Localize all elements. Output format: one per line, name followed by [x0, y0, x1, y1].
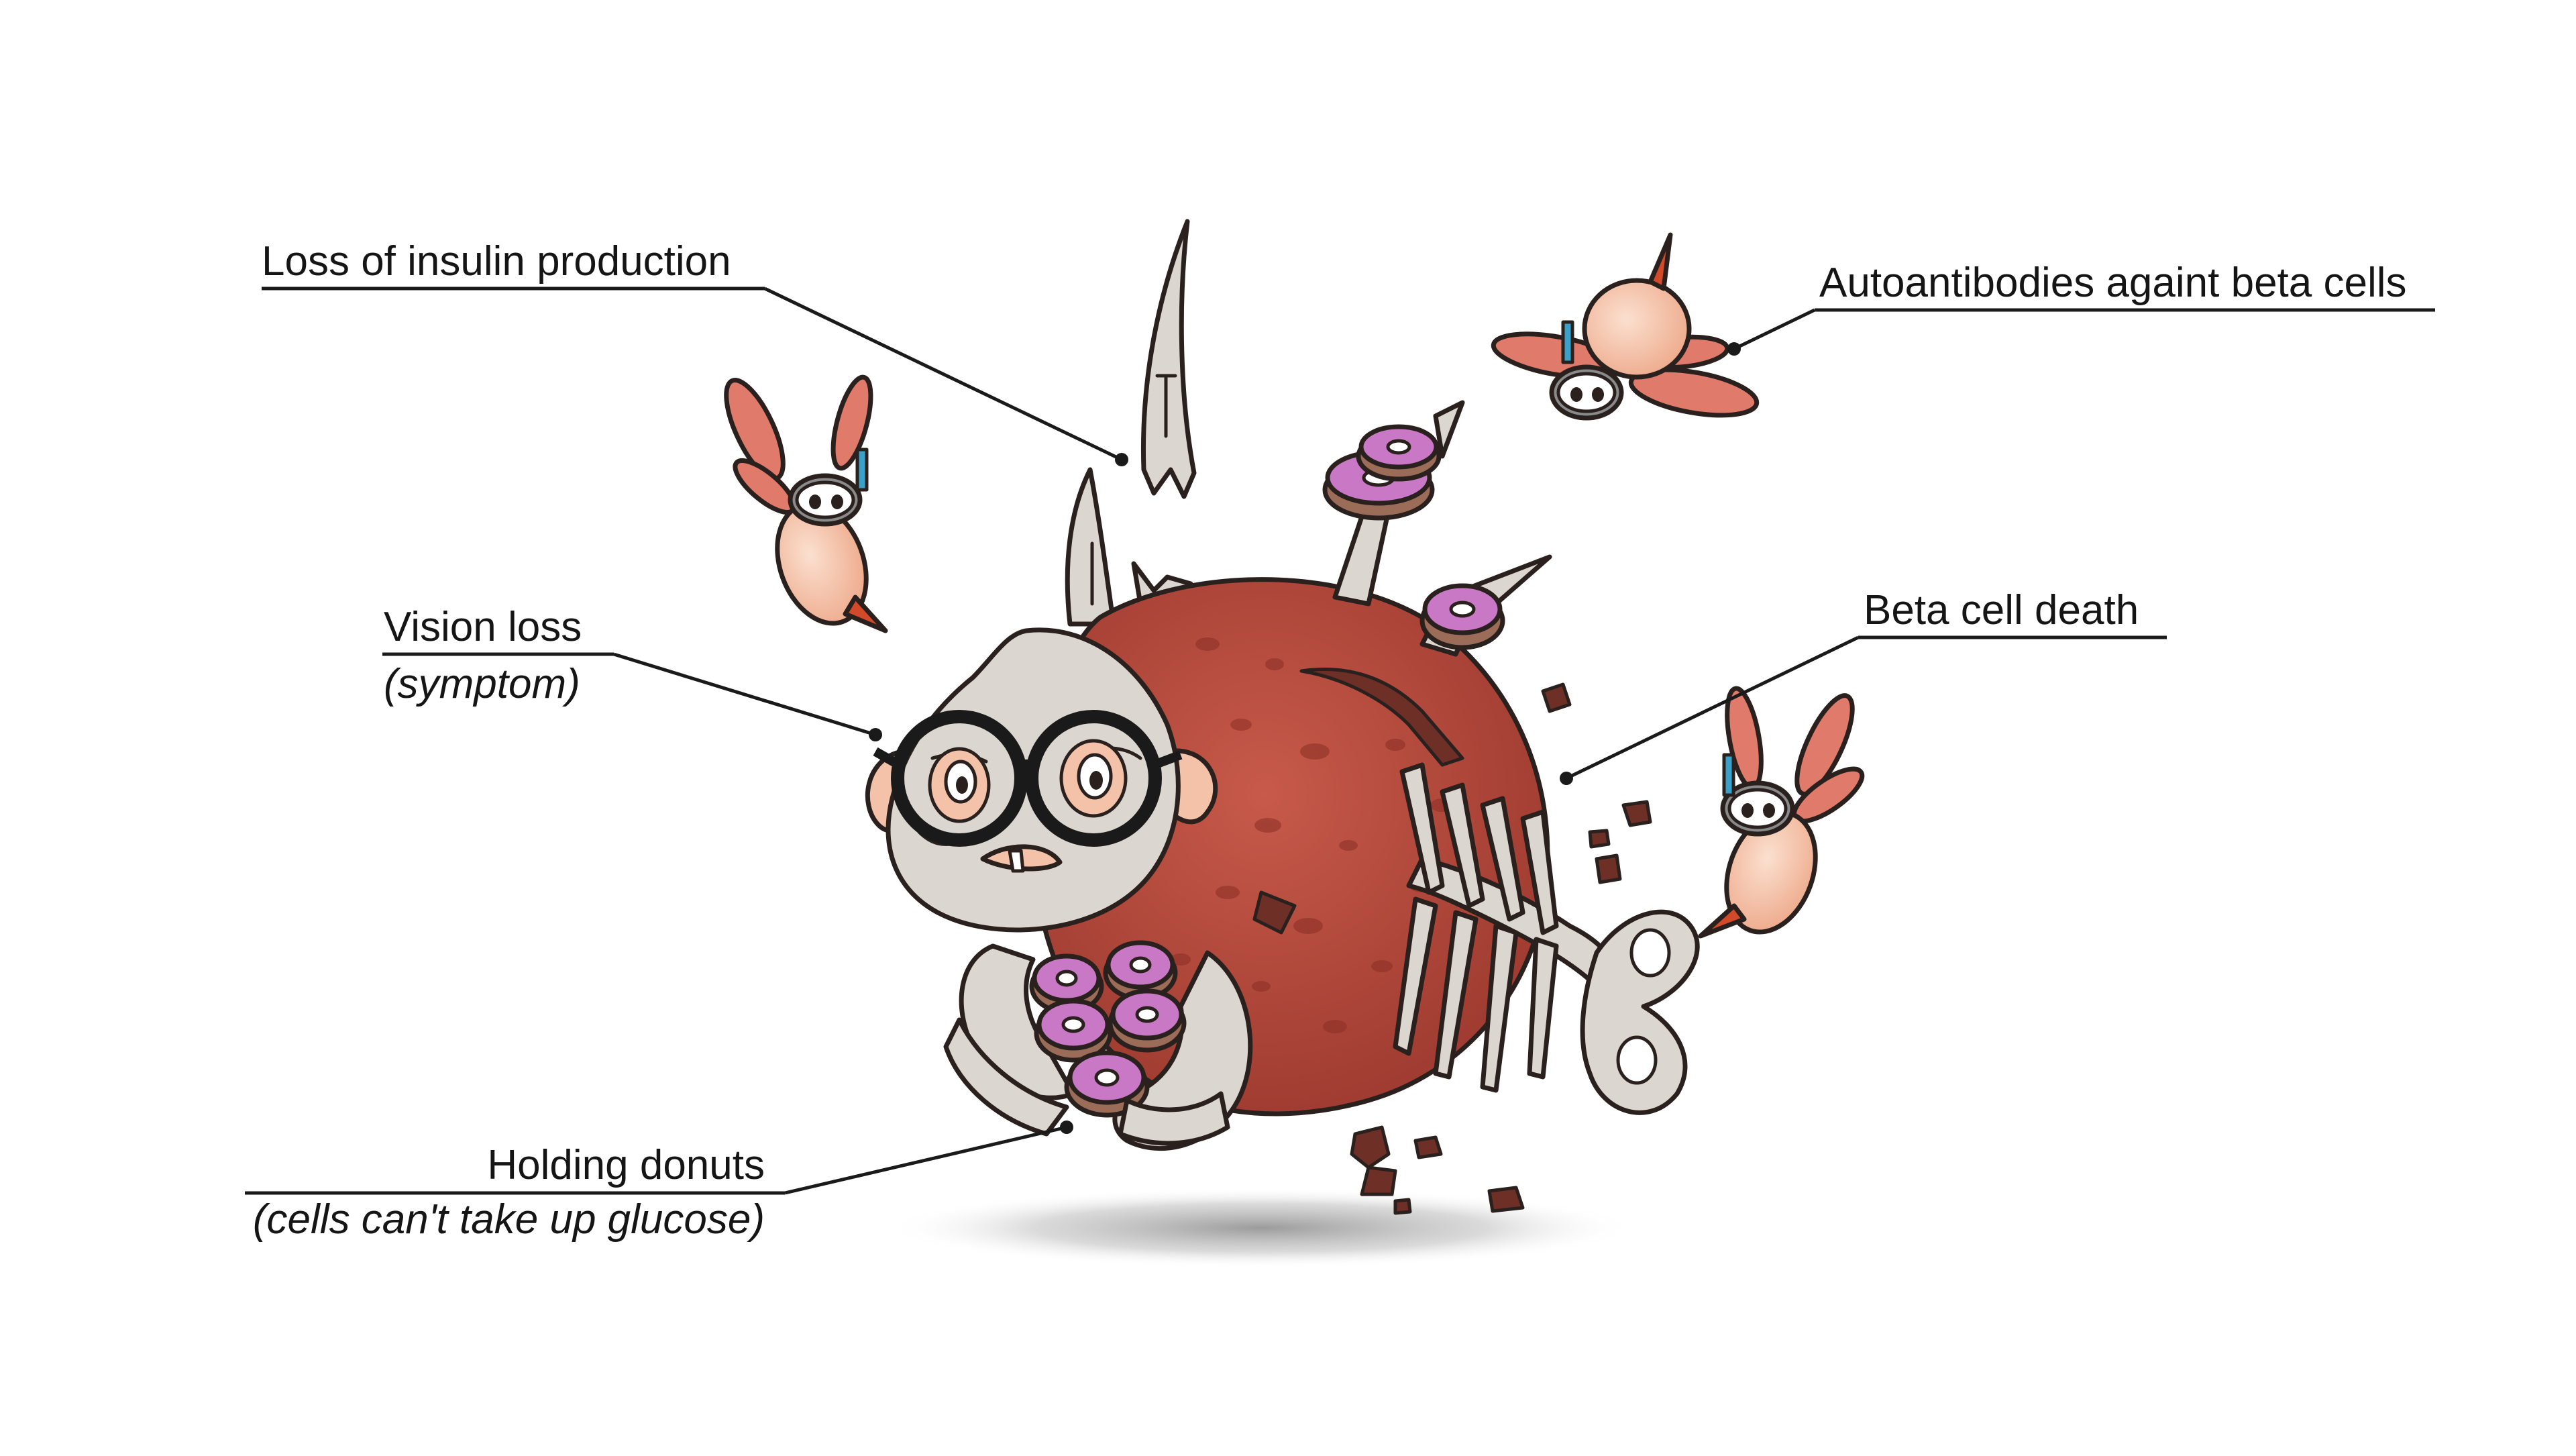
antibody-mosquito-icon: [1698, 686, 1865, 939]
donut-spikes: [1322, 400, 1552, 657]
annotation-autoantibodies: Autoantibodies againt beta cells: [1727, 260, 2435, 356]
donut-icon: [1034, 998, 1113, 1063]
donut-icon: [1108, 988, 1187, 1053]
fish-skeleton-icon: [1393, 762, 1700, 1115]
arms-with-donuts: [943, 940, 1253, 1151]
donut-icon: [1419, 583, 1505, 650]
donut-icon: [1103, 940, 1178, 1001]
label-insulin: Loss of insulin production: [262, 238, 731, 284]
annotation-insulin: Loss of insulin production: [262, 238, 1128, 466]
glasses-icon: [873, 710, 1183, 847]
ground-shadow: [885, 1188, 1637, 1268]
annotation-donuts: Holding donuts (cells can't take up gluc…: [245, 1121, 1073, 1243]
label-autoantibodies: Autoantibodies againt beta cells: [1819, 260, 2407, 306]
annotation-vision: Vision loss (symptom): [382, 604, 882, 741]
label-donuts-sub: (cells can't take up glucose): [253, 1196, 765, 1243]
label-donuts: Holding donuts: [487, 1142, 765, 1188]
donut-icon: [1029, 953, 1104, 1015]
label-vision-sub: (symptom): [384, 661, 580, 707]
annotation-beta-death: Beta cell death: [1560, 587, 2167, 785]
label-beta-death: Beta cell death: [1864, 587, 2139, 633]
cell-debris: [1350, 682, 1652, 1215]
insulin-spike-icon: [1065, 219, 1304, 627]
label-vision: Vision loss: [384, 604, 582, 650]
antibody-mosquito-icon: [1491, 232, 1760, 421]
antibody-mosquito-icon: [724, 374, 888, 633]
donut-icon: [1356, 424, 1442, 482]
